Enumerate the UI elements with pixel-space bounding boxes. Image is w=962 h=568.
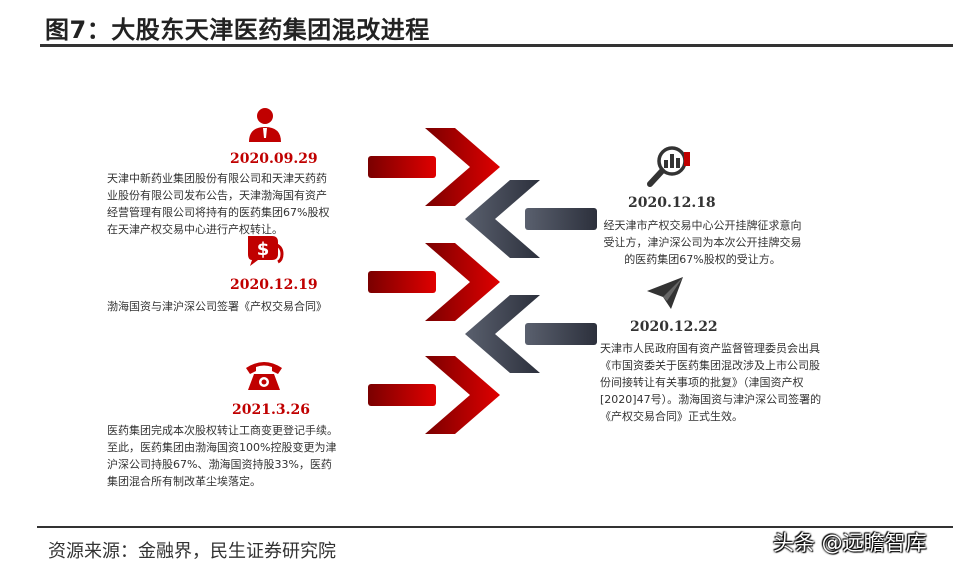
paper-plane-icon	[645, 275, 685, 315]
event-date-1: 2020.09.29	[230, 151, 318, 167]
event-text-1: 天津中新药业集团股份有限公司和天津天药药业股份有限公司发布公告，天津渤海国有资产…	[107, 172, 330, 236]
watermark: 头条 @远瞻智库	[773, 531, 927, 555]
event-text-3: 医药集团完成本次股权转让工商变更登记手续。至此，医药集团由渤海国资100%控股变…	[107, 424, 338, 488]
page-title: 图7：大股东天津医药集团混改进程	[45, 16, 430, 44]
telephone-icon	[244, 358, 284, 396]
magnifier-chart-icon	[646, 144, 694, 192]
event-text-2: 渤海国资与津沪深公司签署《产权交易合同》	[107, 300, 327, 313]
title-divider	[40, 44, 953, 47]
event-text-4: 经天津市产权交易中心公开挂牌征求意向受让方，津沪深公司为本次公开挂牌交易的医药集…	[603, 219, 802, 266]
money-bag-icon: $	[244, 232, 284, 272]
event-date-3: 2021.3.26	[232, 402, 310, 418]
event-date-2: 2020.12.19	[230, 277, 318, 293]
event-date-4: 2020.12.18	[628, 195, 716, 211]
source-note: 资源来源：金融界，民生证券研究院	[48, 541, 336, 562]
dark-arrow-1	[465, 180, 597, 258]
footer-divider	[37, 526, 953, 528]
red-arrow-3	[368, 356, 500, 434]
red-arrow-2	[368, 243, 500, 321]
svg-text:$: $	[257, 239, 270, 260]
red-arrow-1	[368, 128, 500, 206]
dark-arrow-2	[465, 295, 597, 373]
person-icon	[246, 105, 284, 147]
event-date-5: 2020.12.22	[630, 319, 718, 335]
event-text-5: 天津市人民政府国有资产监督管理委员会出具《市国资委关于医药集团混改涉及上市公司股…	[600, 342, 822, 423]
